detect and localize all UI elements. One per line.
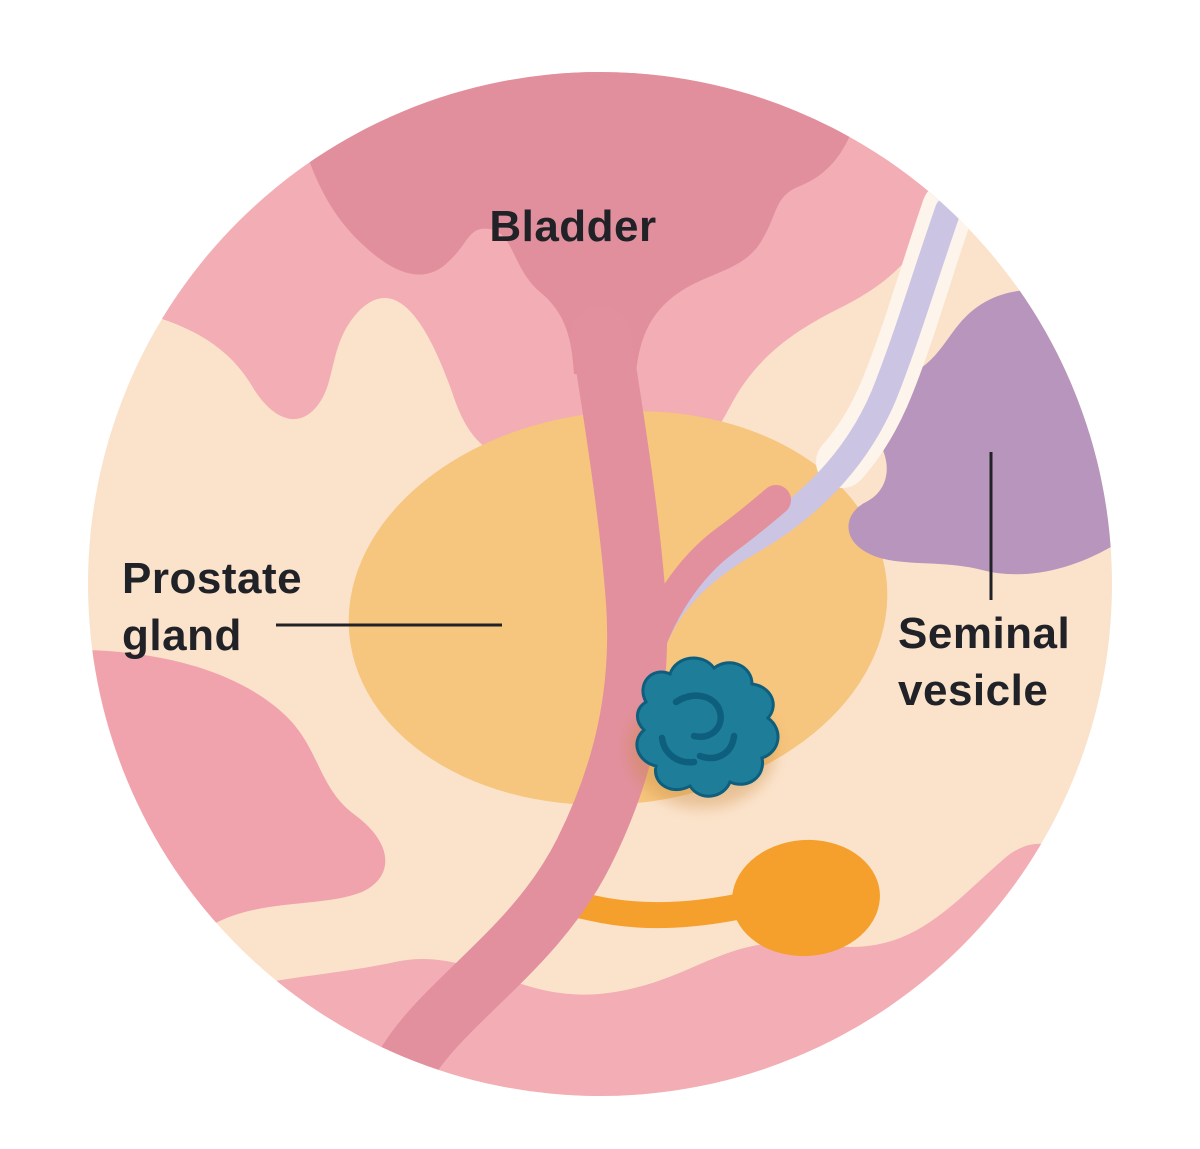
seminal-vesicle-label: Seminal vesicle (898, 609, 1071, 716)
tumor-shape (635, 656, 780, 798)
bladder-label: Bladder (489, 202, 657, 251)
tumor-texture-line (696, 732, 738, 762)
urethra-tube (362, 306, 668, 1096)
tumor-texture-line (672, 692, 724, 741)
bulbourethral-gland-shape (732, 839, 880, 957)
prostate-gland-label: Prostate gland (122, 554, 303, 661)
tumor-texture-line (658, 734, 698, 766)
bladder-shape (282, 72, 870, 374)
